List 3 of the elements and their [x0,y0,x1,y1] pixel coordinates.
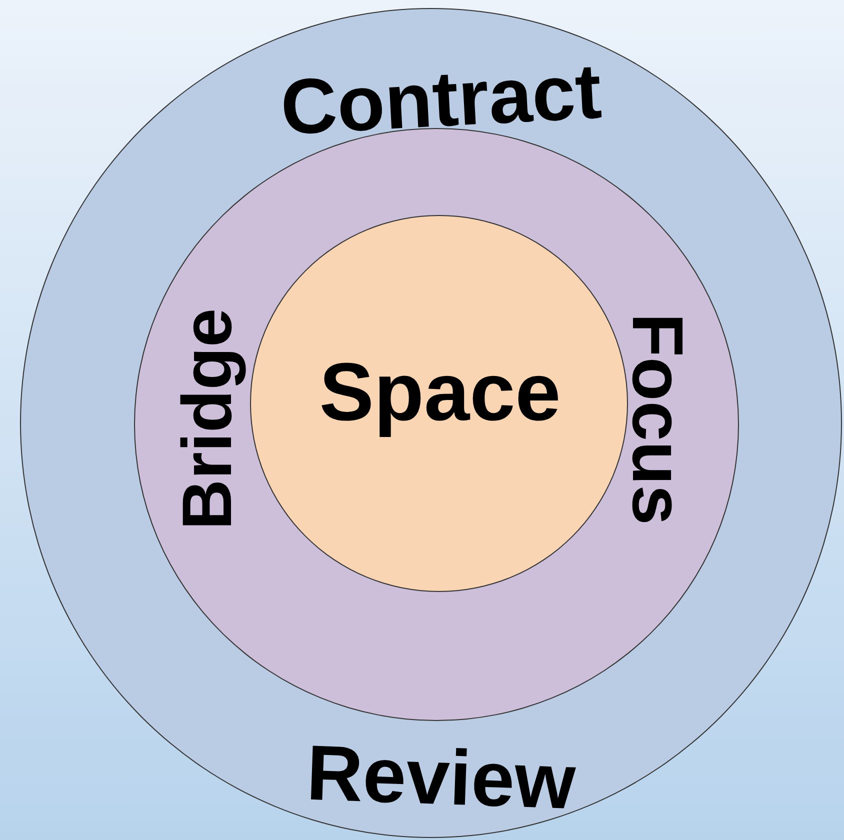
ring-label: Review [305,733,577,821]
ring-label: Contract [278,52,604,146]
ring-label: Focus [621,312,693,526]
